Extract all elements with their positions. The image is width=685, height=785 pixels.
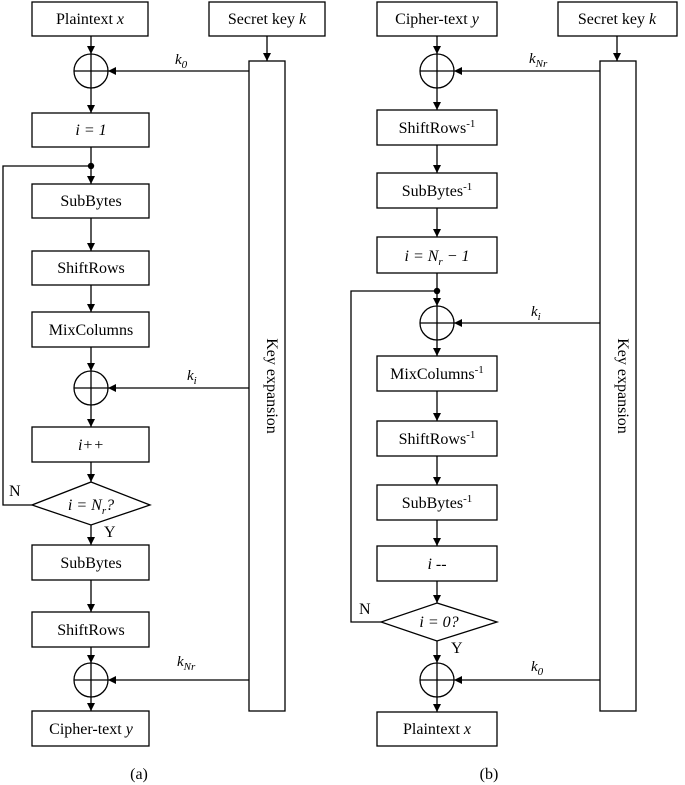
panel-a-encryption: Plaintext x Secret key k i = 1 SubBytes … bbox=[2, 1, 326, 783]
inv-shiftrows-label: ShiftRows-1 bbox=[399, 118, 476, 137]
caption-a: (a) bbox=[130, 766, 148, 783]
key-expansion-box bbox=[599, 60, 637, 712]
shiftrows-box bbox=[31, 250, 150, 286]
xor-icon bbox=[73, 662, 109, 698]
loop-inv-subbytes-box bbox=[376, 484, 498, 521]
round-key-last-label: k0 bbox=[531, 659, 544, 678]
xor-icon bbox=[73, 370, 109, 406]
mixcolumns-box bbox=[31, 311, 150, 348]
ciphertext-output-label: Cipher-text y bbox=[49, 721, 134, 738]
init-round-label: i = 1 bbox=[75, 122, 106, 139]
secret-key-box bbox=[557, 1, 678, 37]
mixcolumns-label: MixColumns bbox=[49, 322, 133, 339]
init-round-box bbox=[31, 112, 150, 148]
ciphertext-input-label: Cipher-text y bbox=[395, 11, 480, 28]
round-key-last-label: kNr bbox=[177, 654, 196, 673]
subbytes-label: SubBytes bbox=[60, 193, 121, 210]
final-shiftrows-label: ShiftRows bbox=[57, 622, 125, 639]
init-round-box bbox=[376, 236, 498, 274]
decision-no-label: N bbox=[359, 601, 371, 618]
inv-subbytes-box bbox=[376, 172, 498, 209]
increment-box bbox=[31, 426, 150, 463]
panel-a-connectors bbox=[2, 36, 271, 711]
secret-key-label: Secret key k bbox=[578, 11, 657, 28]
plaintext-output-label: Plaintext x bbox=[403, 721, 471, 738]
decrement-box bbox=[376, 545, 498, 582]
init-round-label: i = Nr − 1 bbox=[405, 248, 470, 268]
round-check-label: i = 0? bbox=[419, 614, 458, 631]
panel-b-decryption: Cipher-text y Secret key k ShiftRows-1 S… bbox=[350, 1, 678, 783]
plaintext-input-box bbox=[31, 1, 149, 37]
inv-subbytes-label: SubBytes-1 bbox=[402, 181, 473, 200]
round-check-decision bbox=[30, 481, 152, 526]
xor-icon bbox=[419, 662, 455, 698]
xor-icon bbox=[419, 53, 455, 89]
ciphertext-output-box bbox=[31, 710, 150, 747]
panel-b-connectors bbox=[350, 36, 621, 712]
key-expansion-label: Key expansion bbox=[614, 338, 631, 434]
plaintext-input-label: Plaintext x bbox=[56, 11, 124, 28]
shiftrows-label: ShiftRows bbox=[57, 260, 125, 277]
subbytes-box bbox=[31, 183, 150, 219]
key-expansion-label: Key expansion bbox=[263, 338, 280, 434]
decision-yes-label: Y bbox=[451, 640, 463, 657]
round-key-first-label: kNr bbox=[529, 51, 548, 70]
secret-key-label: Secret key k bbox=[228, 11, 307, 28]
increment-label: i++ bbox=[78, 437, 104, 454]
round-key-label: ki bbox=[187, 368, 197, 387]
xor-icon bbox=[73, 53, 109, 89]
final-subbytes-label: SubBytes bbox=[60, 555, 121, 572]
caption-b: (b) bbox=[480, 766, 499, 783]
final-shiftrows-box bbox=[31, 611, 150, 648]
loop-inv-subbytes-label: SubBytes-1 bbox=[402, 493, 473, 512]
decision-no-label: N bbox=[9, 483, 21, 500]
loop-inv-shiftrows-box bbox=[376, 420, 498, 457]
round-key-first-label: k0 bbox=[175, 52, 188, 71]
xor-icon bbox=[419, 305, 455, 341]
inv-mixcolumns-label: MixColumns-1 bbox=[390, 364, 484, 383]
round-check-label: i = Nr? bbox=[68, 497, 114, 517]
secret-key-box bbox=[208, 1, 326, 37]
round-key-label: ki bbox=[531, 304, 541, 323]
decrement-label: i -- bbox=[427, 556, 446, 573]
plaintext-output-box bbox=[376, 711, 498, 747]
loop-inv-shiftrows-label: ShiftRows-1 bbox=[399, 429, 476, 448]
key-expansion-box bbox=[248, 60, 286, 712]
final-subbytes-box bbox=[31, 544, 150, 581]
inv-mixcolumns-box bbox=[376, 355, 498, 392]
inv-shiftrows-box bbox=[376, 109, 498, 146]
ciphertext-input-box bbox=[376, 1, 498, 37]
decision-yes-label: Y bbox=[104, 524, 116, 541]
round-check-decision bbox=[378, 602, 500, 642]
